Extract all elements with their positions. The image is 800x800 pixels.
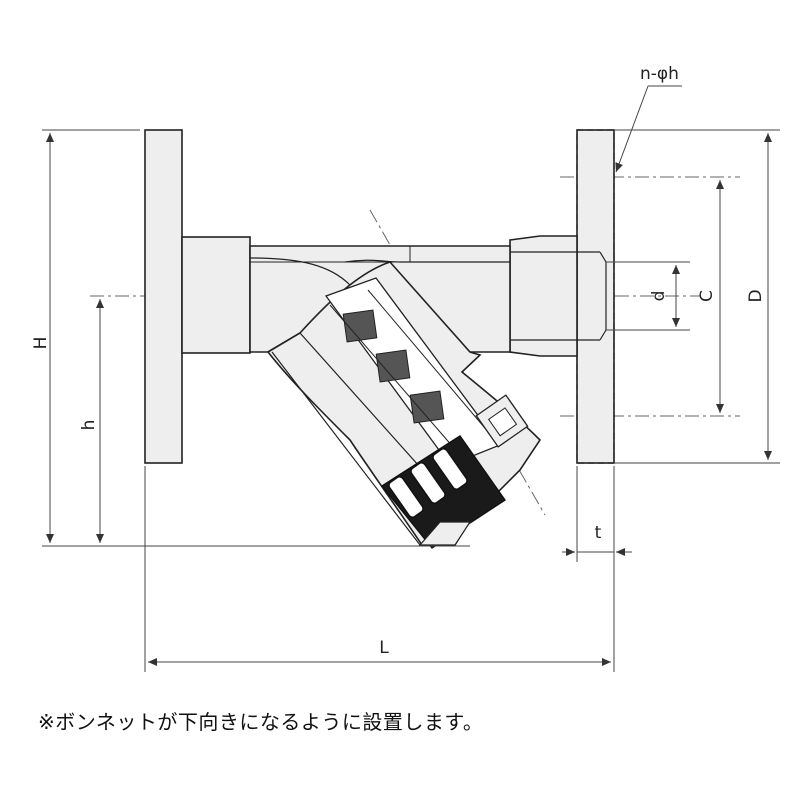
- flange-diameter-label: D: [746, 289, 766, 302]
- length-label: L: [379, 638, 389, 658]
- dimension-lines: [42, 85, 780, 672]
- right-flange-plate: [576, 129, 615, 464]
- right-flange-hub: [509, 235, 578, 357]
- left-flange-plate: [144, 129, 183, 464]
- bonnet-cap: [380, 435, 506, 549]
- bolt-circle-label: C: [697, 290, 717, 302]
- screen-mesh-3: [409, 390, 445, 424]
- bore-label: d: [649, 291, 669, 302]
- installation-note: ※ボンネットが下向きになるように設置します。: [38, 710, 484, 734]
- hole-callout-label: n-φh: [640, 64, 679, 84]
- flange-thickness-label: t: [595, 523, 602, 543]
- left-flange: [144, 129, 251, 464]
- height-center-label: h: [79, 420, 99, 431]
- left-flange-hub: [181, 236, 251, 354]
- right-flange: [509, 129, 615, 464]
- strainer-screen: [324, 277, 529, 466]
- height-total-label: H: [31, 337, 51, 350]
- screen-mesh-1: [342, 309, 378, 343]
